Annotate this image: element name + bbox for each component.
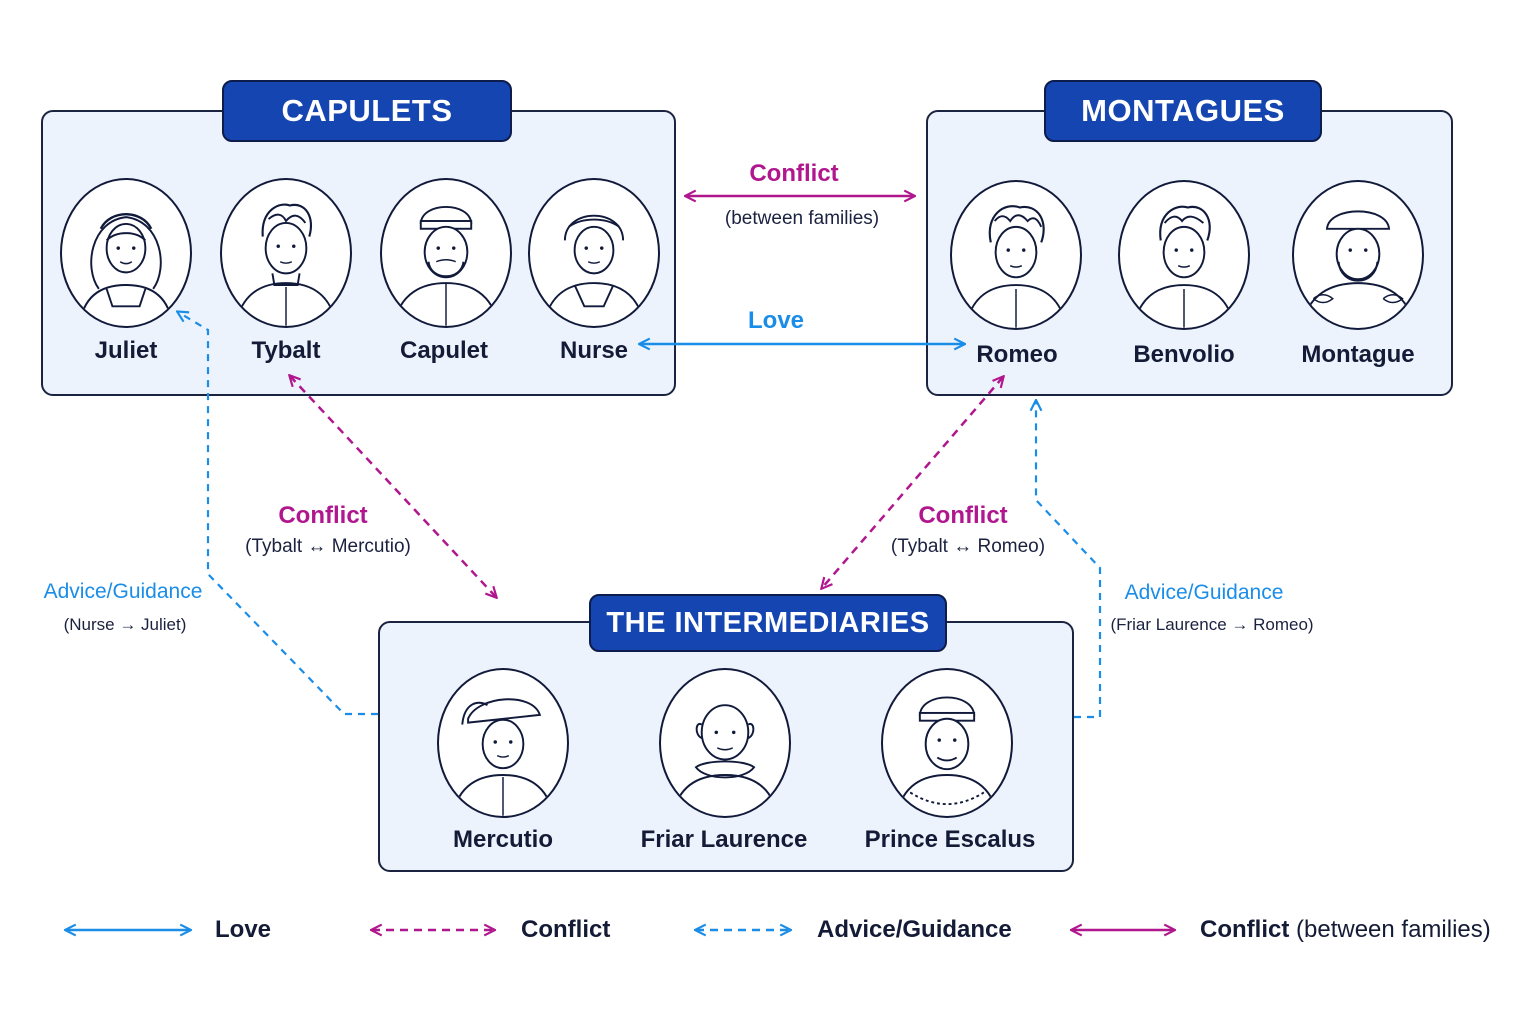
legend-families-conflict-bold: Conflict	[1200, 916, 1290, 943]
tybalt-portrait-icon[interactable]	[220, 178, 352, 328]
montagues-title: MONTAGUES	[1044, 80, 1322, 142]
prince-escalus-portrait-icon[interactable]	[881, 668, 1013, 818]
romeo-name: Romeo	[976, 341, 1058, 368]
juliet-portrait-icon[interactable]	[60, 178, 192, 328]
capulet-portrait-icon[interactable]	[380, 178, 512, 328]
romeo-portrait-icon[interactable]	[950, 180, 1082, 330]
tybalt-romeo-conflict-sublabel: (Tybalt ↔ Romeo)	[890, 536, 1046, 557]
friar-romeo-advice-arrow	[1036, 401, 1102, 719]
legend-families-conflict-label: Conflict (between families)	[1200, 916, 1491, 944]
benvolio-name: Benvolio	[1133, 341, 1235, 368]
legend-advice-label: Advice/Guidance	[817, 916, 1012, 943]
tybalt-mercutio-conflict-label: Conflict	[278, 502, 368, 529]
legend-conflict-label: Conflict	[521, 916, 611, 943]
nurse-juliet-advice-sublabel: (Nurse → Juliet)	[63, 615, 187, 634]
love-label: Love	[747, 307, 805, 334]
benvolio-portrait-icon[interactable]	[1118, 180, 1250, 330]
intermediaries-title: THE INTERMEDIARIES	[589, 594, 947, 652]
mercutio-name: Mercutio	[452, 826, 553, 853]
tybalt-romeo-conflict-arrow	[822, 377, 1003, 588]
tybalt-name: Tybalt	[251, 337, 321, 364]
nurse-juliet-advice-arrow	[178, 312, 378, 716]
tybalt-romeo-conflict-label: Conflict	[918, 502, 1008, 529]
capulets-title: CAPULETS	[222, 80, 512, 142]
capulet-name: Capulet	[399, 337, 488, 364]
tybalt-mercutio-conflict-sublabel: (Tybalt ↔ Mercutio)	[245, 536, 411, 557]
prince-escalus-name: Prince Escalus	[864, 826, 1036, 853]
nurse-juliet-advice-label: Advice/Guidance	[43, 580, 203, 603]
tybalt-mercutio-conflict-arrow	[290, 376, 496, 597]
mercutio-portrait-icon[interactable]	[437, 668, 569, 818]
legend-families-conflict-rest: (between families)	[1296, 916, 1491, 943]
nurse-portrait-icon[interactable]	[528, 178, 660, 328]
families-conflict-label: Conflict	[749, 160, 839, 187]
legend-love-label: Love	[215, 916, 272, 943]
friar-romeo-advice-sublabel: (Friar Laurence → Romeo)	[1110, 615, 1314, 634]
montague-portrait-icon[interactable]	[1292, 180, 1424, 330]
montague-name: Montague	[1301, 341, 1415, 368]
juliet-name: Juliet	[94, 337, 158, 364]
families-conflict-sublabel: (between families)	[724, 208, 880, 229]
friar-romeo-advice-label: Advice/Guidance	[1124, 581, 1284, 604]
friar-laurence-portrait-icon[interactable]	[659, 668, 791, 818]
nurse-name: Nurse	[559, 337, 629, 364]
friar-laurence-name: Friar Laurence	[640, 826, 808, 853]
